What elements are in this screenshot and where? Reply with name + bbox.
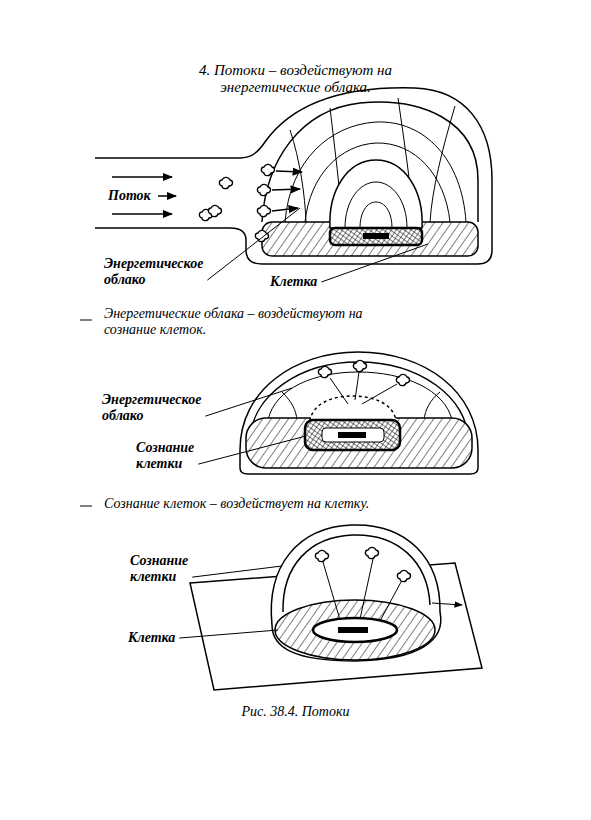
impact-ray <box>355 372 359 400</box>
particle <box>261 164 274 175</box>
part-label: Клетка <box>270 274 317 290</box>
particles <box>315 547 410 581</box>
particle <box>318 366 331 377</box>
particle <box>315 550 328 561</box>
list-dash <box>80 320 92 321</box>
impact-ray <box>360 559 373 619</box>
part-label: Энергетическое облако <box>104 256 203 288</box>
impact-arrow <box>272 208 298 211</box>
particle <box>396 374 409 385</box>
part-label: Энергетическое облако <box>102 392 201 424</box>
impact-ray <box>362 384 397 404</box>
impact-ray <box>380 582 401 621</box>
consciousness-dome <box>271 525 441 661</box>
step-heading: Сознание клеток – воздействует на клетку… <box>104 496 434 512</box>
impact-ray <box>330 378 348 404</box>
leader-line <box>198 436 306 464</box>
figure-heading: 4. Потоки – воздействуют на энергетическ… <box>181 62 411 97</box>
cell-core <box>322 428 384 442</box>
particle <box>365 547 378 558</box>
impact-ray <box>323 562 340 620</box>
panel-consciousness <box>190 525 482 690</box>
particle <box>255 230 268 241</box>
field-line <box>424 392 440 420</box>
cell-layer <box>262 222 478 256</box>
field-line <box>268 372 452 420</box>
field-line <box>345 182 407 228</box>
leader-line <box>207 208 300 280</box>
cell <box>305 420 400 450</box>
part-label: Сознание клетки <box>130 553 188 585</box>
small-dome <box>330 160 422 228</box>
flow-label: Поток <box>108 188 151 204</box>
flow-arrow <box>112 213 172 215</box>
particle <box>208 205 221 216</box>
leader-line <box>192 566 282 577</box>
part-label: Клетка <box>128 630 175 646</box>
part-label: Сознание клетки <box>136 440 194 472</box>
step-heading: Энергетические облака – воздействуют на … <box>104 306 384 338</box>
cloud-outline <box>95 88 492 264</box>
flow-arrow <box>158 195 176 197</box>
impact-arrow <box>276 171 302 172</box>
impact-arrow <box>272 189 300 190</box>
particles <box>199 164 274 241</box>
cell <box>330 228 422 245</box>
list-dash <box>80 506 92 507</box>
cell-aura <box>310 396 396 421</box>
particle <box>397 570 410 581</box>
field-line <box>360 202 392 228</box>
small-arrow <box>432 603 462 605</box>
field-line <box>282 392 297 420</box>
cell-layer <box>275 600 435 660</box>
particle <box>219 177 232 188</box>
particles <box>318 360 409 385</box>
figure-caption: Рис. 38.4. Потоки <box>146 704 446 720</box>
cell-mark <box>338 627 368 633</box>
field-line <box>430 106 455 222</box>
particle <box>257 205 270 216</box>
leader-line <box>179 630 278 638</box>
panel-flow <box>95 88 492 264</box>
panel-cloud <box>240 352 478 474</box>
cloud-outline <box>240 352 478 474</box>
cell <box>313 618 397 642</box>
leader-line <box>205 388 292 416</box>
cell-mark <box>363 233 389 239</box>
leader-line <box>321 244 428 282</box>
cell-mark <box>338 432 366 438</box>
particle <box>353 360 366 371</box>
particle <box>257 184 270 195</box>
flow-arrow <box>112 176 172 178</box>
